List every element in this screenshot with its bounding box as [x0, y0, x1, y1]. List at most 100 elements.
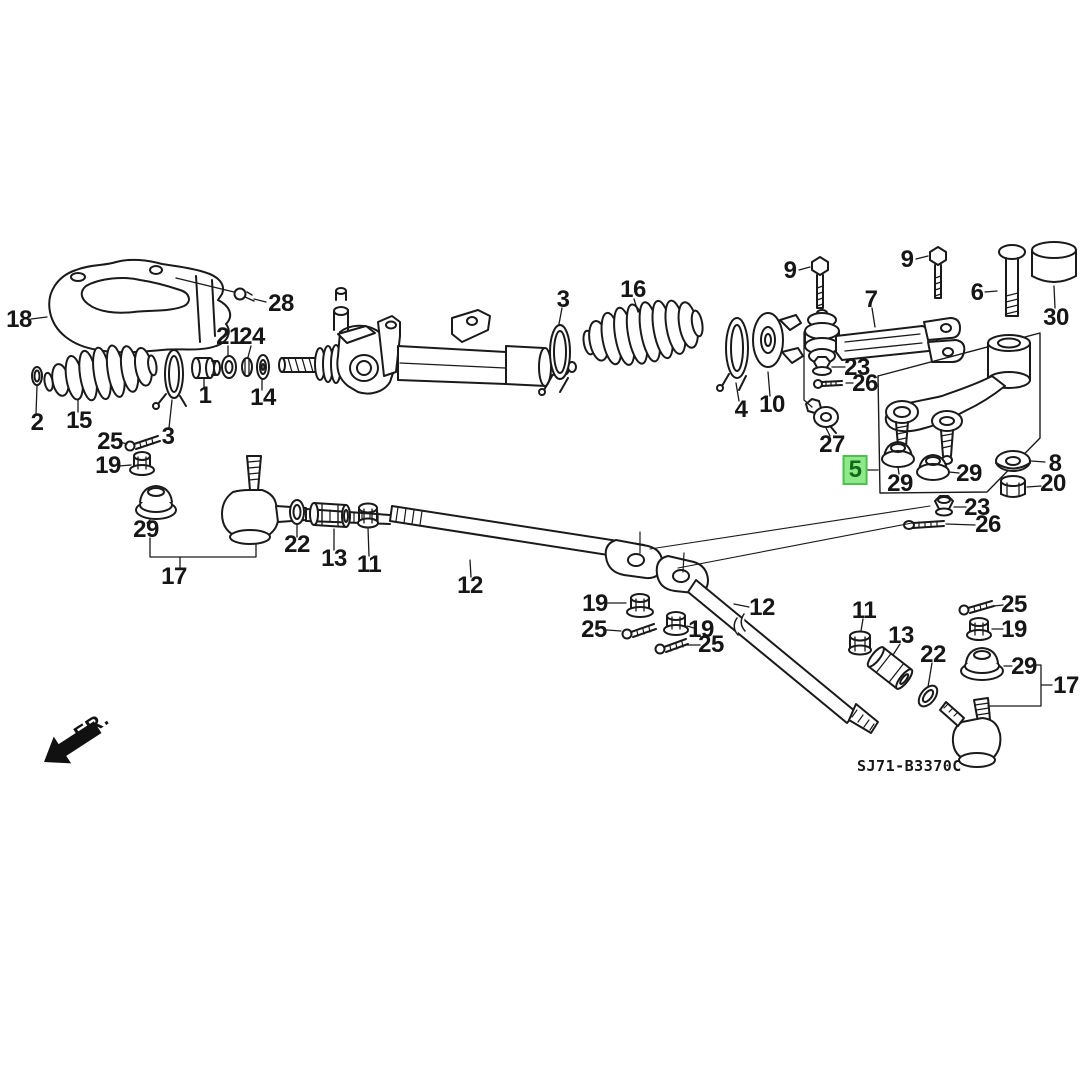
part-12-tierod-left — [389, 505, 664, 580]
callout-29-box-left: 29 — [887, 470, 913, 497]
part-6-bolt — [998, 244, 1026, 317]
callout-28: 28 — [268, 290, 294, 317]
part-3-band-left — [152, 349, 187, 410]
part-11-nut-left — [357, 502, 379, 529]
part-19-nut-right — [966, 617, 992, 641]
callout-11-right: 11 — [851, 597, 877, 624]
callout-15: 15 — [66, 407, 92, 434]
callout-23-lower: 23 — [964, 494, 990, 521]
part-30-cap — [1031, 241, 1077, 283]
part-19-nut-left — [129, 451, 155, 476]
callout-25-right: 25 — [1001, 591, 1027, 618]
fr-arrow-icon — [44, 721, 102, 764]
leader-lines — [30, 255, 1056, 707]
part-13-sleeve-right — [866, 646, 914, 690]
callout-7: 7 — [864, 286, 878, 313]
callout-18: 18 — [6, 306, 32, 333]
callout-11-left: 11 — [356, 551, 382, 578]
callout-22-right: 22 — [920, 641, 946, 668]
part-steering-gearbox — [278, 287, 577, 395]
callout-29-box-right: 29 — [956, 460, 982, 487]
callout-24: 24 — [239, 323, 265, 350]
part-29-seal-left — [135, 485, 177, 520]
part-7-link-arm — [804, 309, 966, 364]
callout-9-left: 9 — [783, 257, 797, 284]
callout-27: 27 — [819, 431, 845, 458]
part-17-tierod-end-right — [939, 697, 1002, 768]
callout-3-right: 3 — [556, 286, 570, 313]
callout-3-left: 3 — [161, 423, 175, 450]
callout-30: 30 — [1043, 304, 1069, 331]
part-16-boot — [582, 299, 704, 366]
callout-14: 14 — [250, 384, 276, 411]
callout-25-left: 25 — [97, 428, 123, 455]
part-12-tierod-right — [655, 552, 879, 734]
part-19-nut-mid1 — [626, 593, 654, 618]
callout-16: 16 — [620, 276, 646, 303]
callout-4: 4 — [734, 396, 748, 423]
part-22-washer-right — [917, 684, 939, 708]
callout-22-left: 22 — [284, 531, 310, 558]
callout-13-right: 13 — [888, 622, 914, 649]
callout-29-right: 29 — [1011, 653, 1037, 680]
callout-9-right: 9 — [900, 246, 914, 273]
part-1-bushing — [191, 357, 221, 379]
part-27-bolt — [805, 398, 839, 434]
callout-12-right: 12 — [749, 594, 775, 621]
part-25-screw-mid1 — [621, 623, 657, 640]
part-25-screw-left — [124, 435, 161, 452]
callout-2: 2 — [30, 409, 44, 436]
part-29-seal-box-left — [881, 441, 915, 468]
part-22-washer-left — [289, 499, 305, 525]
callout-1: 1 — [198, 382, 212, 409]
callout-19-left: 19 — [95, 452, 121, 479]
part-4-band — [716, 317, 749, 392]
part-24-spacer — [241, 357, 253, 377]
part-23-nut-upper — [812, 356, 832, 376]
part-25-screw-mid2 — [654, 638, 689, 655]
part-3-band-right — [538, 324, 571, 396]
part-26-screw-lower — [903, 520, 945, 530]
callout-25-mid1: 25 — [581, 616, 607, 643]
callout-25-mid2: 25 — [698, 631, 724, 658]
part-18-bracket — [48, 258, 232, 354]
callout-12-left: 12 — [457, 572, 483, 599]
callout-13-left: 13 — [321, 545, 347, 572]
part-15-boot — [43, 344, 158, 402]
part-23-nut-lower — [934, 495, 954, 517]
part-8-washer — [995, 450, 1031, 472]
part-29-seal-right — [960, 647, 1004, 681]
part-2-oring — [31, 366, 43, 386]
callout-5-highlighted: 5 — [842, 455, 868, 485]
callout-21: 21 — [216, 323, 242, 350]
callout-26-upper: 26 — [852, 370, 878, 397]
part-20-nut — [1000, 475, 1026, 498]
callout-26-lower: 26 — [975, 511, 1001, 538]
callout-17-right: 17 — [1053, 672, 1079, 699]
callout-17-left: 17 — [161, 563, 187, 590]
diagram-part-code: SJ71-B3370C — [857, 757, 962, 775]
callout-8: 8 — [1048, 450, 1062, 477]
part-14-washer — [256, 354, 270, 380]
callout-19-mid1: 19 — [582, 590, 608, 617]
part-13-sleeve-left — [309, 502, 351, 528]
callout-19-right: 19 — [1001, 616, 1027, 643]
part-11-nut-right — [848, 630, 872, 656]
callout-6: 6 — [970, 279, 984, 306]
callout-20: 20 — [1040, 470, 1066, 497]
callout-29-left: 29 — [133, 516, 159, 543]
part-9-bolt-right — [929, 246, 947, 299]
part-29-seal-box-right — [916, 454, 950, 481]
callout-23-upper: 23 — [844, 354, 870, 381]
part-9-bolt-left — [811, 256, 829, 309]
part-5-idler-arm — [884, 334, 1031, 465]
part-19-nut-mid2 — [663, 611, 689, 636]
callout-10: 10 — [759, 391, 785, 418]
part-21-washer — [221, 355, 237, 379]
part-26-screw-upper — [813, 379, 843, 389]
part-28-bolt — [233, 287, 255, 302]
part-25-screw-right — [958, 600, 995, 616]
callout-19-mid2: 19 — [688, 616, 714, 643]
